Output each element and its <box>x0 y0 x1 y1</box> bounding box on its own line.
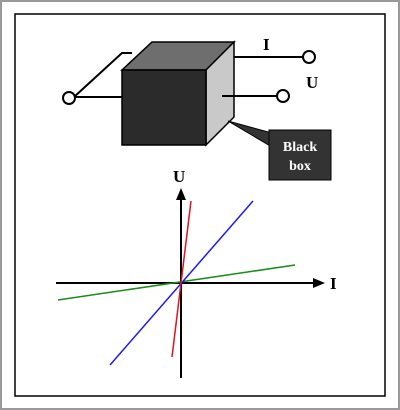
green-line <box>57 264 296 301</box>
black-box-callout: Black box <box>227 120 332 181</box>
left-terminal <box>62 91 76 105</box>
cube-front-face <box>121 69 207 146</box>
right-wires <box>222 50 316 103</box>
graph-x-axis-label: I <box>330 274 337 293</box>
y-axis-arrowhead <box>176 188 186 200</box>
red-line <box>171 200 192 358</box>
left-wire-upper <box>73 52 132 98</box>
right-terminal-lower <box>276 89 290 103</box>
current-label: I <box>263 35 270 54</box>
voltage-label: U <box>306 73 318 92</box>
callout-label-line1: Black <box>283 140 317 155</box>
iv-graph: U I <box>56 167 337 378</box>
callout-box <box>268 129 332 181</box>
right-terminal-upper <box>302 50 316 64</box>
callout-label-line2: box <box>289 159 311 174</box>
x-axis-arrowhead <box>313 278 325 288</box>
left-wires <box>62 52 132 105</box>
graph-y-axis-label: U <box>173 167 185 186</box>
black-box-cube <box>120 40 236 147</box>
